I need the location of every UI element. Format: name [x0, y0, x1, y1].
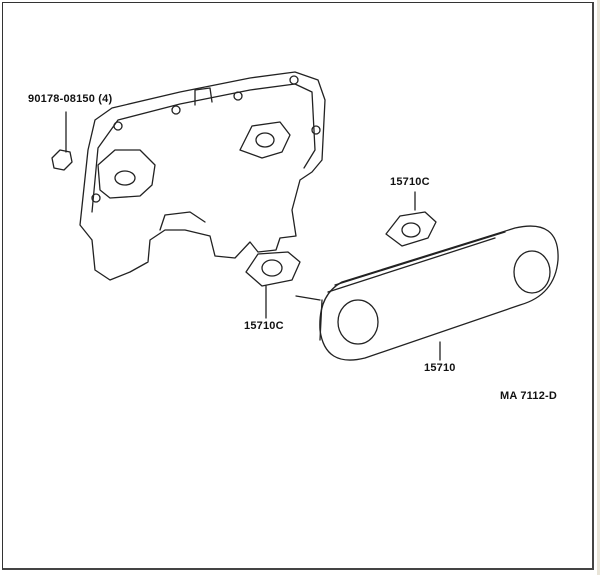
gasket-lower — [245, 251, 301, 319]
gasket-upper — [385, 211, 437, 247]
diagram-frame — [2, 2, 594, 570]
figure-code: MA 7112-D — [500, 390, 558, 402]
label-gasket-lower: 15710C — [244, 320, 284, 332]
label-gasket-upper: 15710C — [390, 176, 430, 188]
label-bolt-part-number: 90178-08150 (4) — [28, 93, 113, 105]
bolt-nut — [51, 111, 73, 171]
oil-cooler — [295, 191, 559, 361]
timing-cover-housing — [79, 71, 326, 281]
page-edge — [597, 0, 600, 575]
label-oil-cooler: 15710 — [424, 362, 456, 374]
